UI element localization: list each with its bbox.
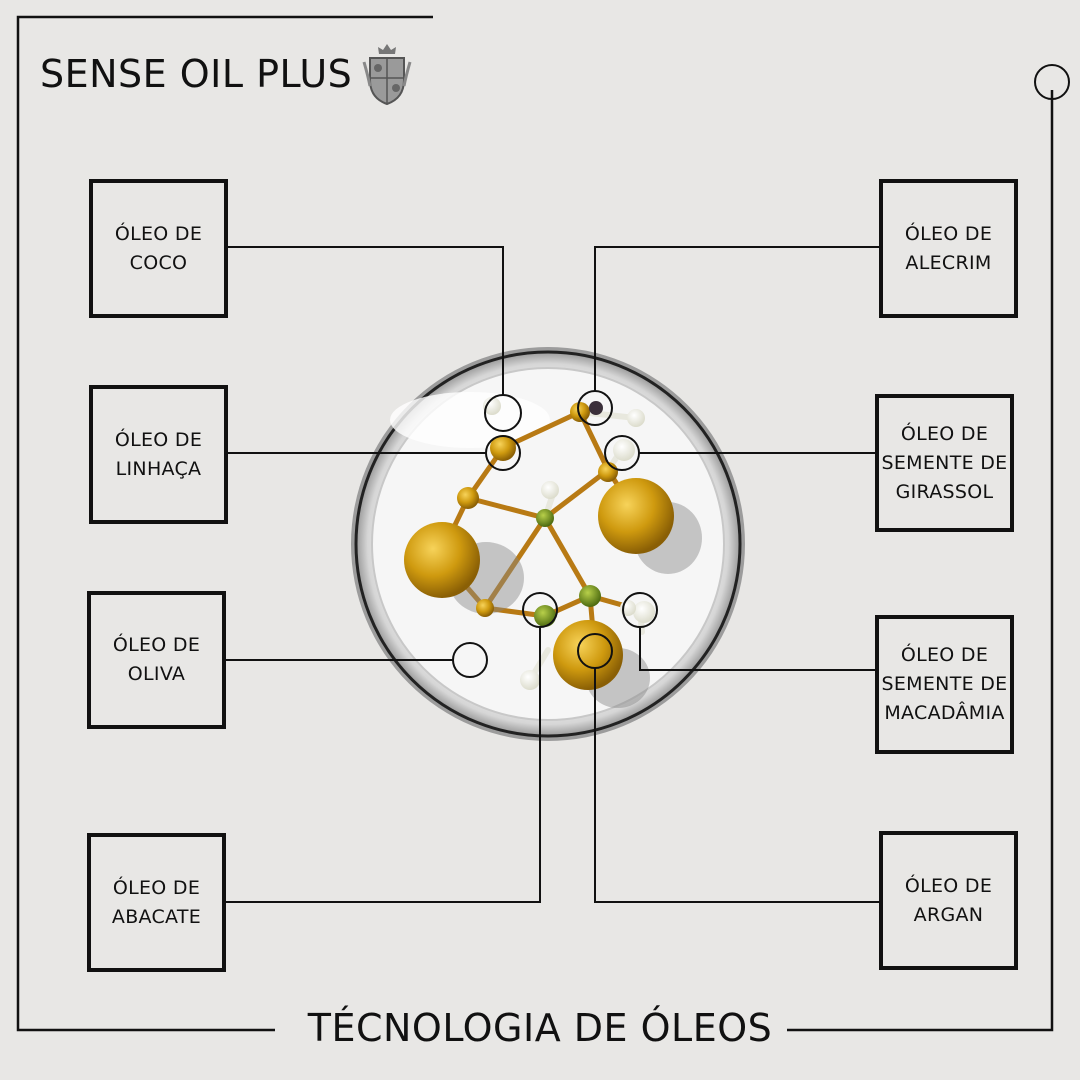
oil-label-line: OLIVA xyxy=(127,663,186,685)
oil-label-line: ARGAN xyxy=(913,903,984,926)
oil-label-coco: ÓLEO DE COCO xyxy=(89,179,228,318)
oil-label-line: COCO xyxy=(129,251,188,274)
oil-label-line: ÓLEO DE xyxy=(114,222,203,245)
oil-label-line: MACADÂMIA xyxy=(884,702,1005,724)
oil-label-linhaca: ÓLEO DE LINHAÇA xyxy=(89,385,228,524)
petri-dish-illustration xyxy=(351,347,745,741)
oil-label-line: ALECRIM xyxy=(905,251,992,274)
oil-label-line: LINHAÇA xyxy=(115,457,202,480)
oil-label-oliva: ÓLEO DE OLIVA xyxy=(87,591,226,729)
oil-label-line: ÓLEO DE xyxy=(112,876,201,899)
oil-label-line: ÓLEO DE xyxy=(900,644,989,666)
oil-label-line: SEMENTE DE xyxy=(881,451,1008,474)
oil-label-line: ÓLEO DE xyxy=(904,874,993,897)
oil-label-line: ABACATE xyxy=(111,905,202,928)
oil-label-line: ÓLEO DE xyxy=(114,428,203,451)
oil-label-alecrim: ÓLEO DE ALECRIM xyxy=(879,179,1018,318)
oil-label-abacate: ÓLEO DE ABACATE xyxy=(87,833,226,972)
oil-label-line: SEMENTE DE xyxy=(881,673,1008,695)
oil-label-line: ÓLEO DE xyxy=(900,422,989,445)
oil-label-line: ÓLEO DE xyxy=(904,222,993,245)
frame xyxy=(16,15,1054,1032)
target-circles xyxy=(452,390,658,678)
oil-label-line: ÓLEO DE xyxy=(112,634,201,656)
footer-title: TÉCNOLOGIA DE ÓLEOS xyxy=(307,1006,773,1050)
coat-of-arms-icon xyxy=(362,44,412,106)
frame-end-circle xyxy=(1034,64,1070,100)
brand-title: SENSE OIL PLUS xyxy=(40,52,353,96)
oil-label-line: GIRASSOL xyxy=(895,480,994,503)
oil-label-macadamia: ÓLEO DE SEMENTE DE MACADÂMIA xyxy=(875,615,1014,754)
leader-lines xyxy=(226,246,880,903)
oil-label-girassol: ÓLEO DE SEMENTE DE GIRASSOL xyxy=(875,394,1014,532)
oil-label-argan: ÓLEO DE ARGAN xyxy=(879,831,1018,970)
